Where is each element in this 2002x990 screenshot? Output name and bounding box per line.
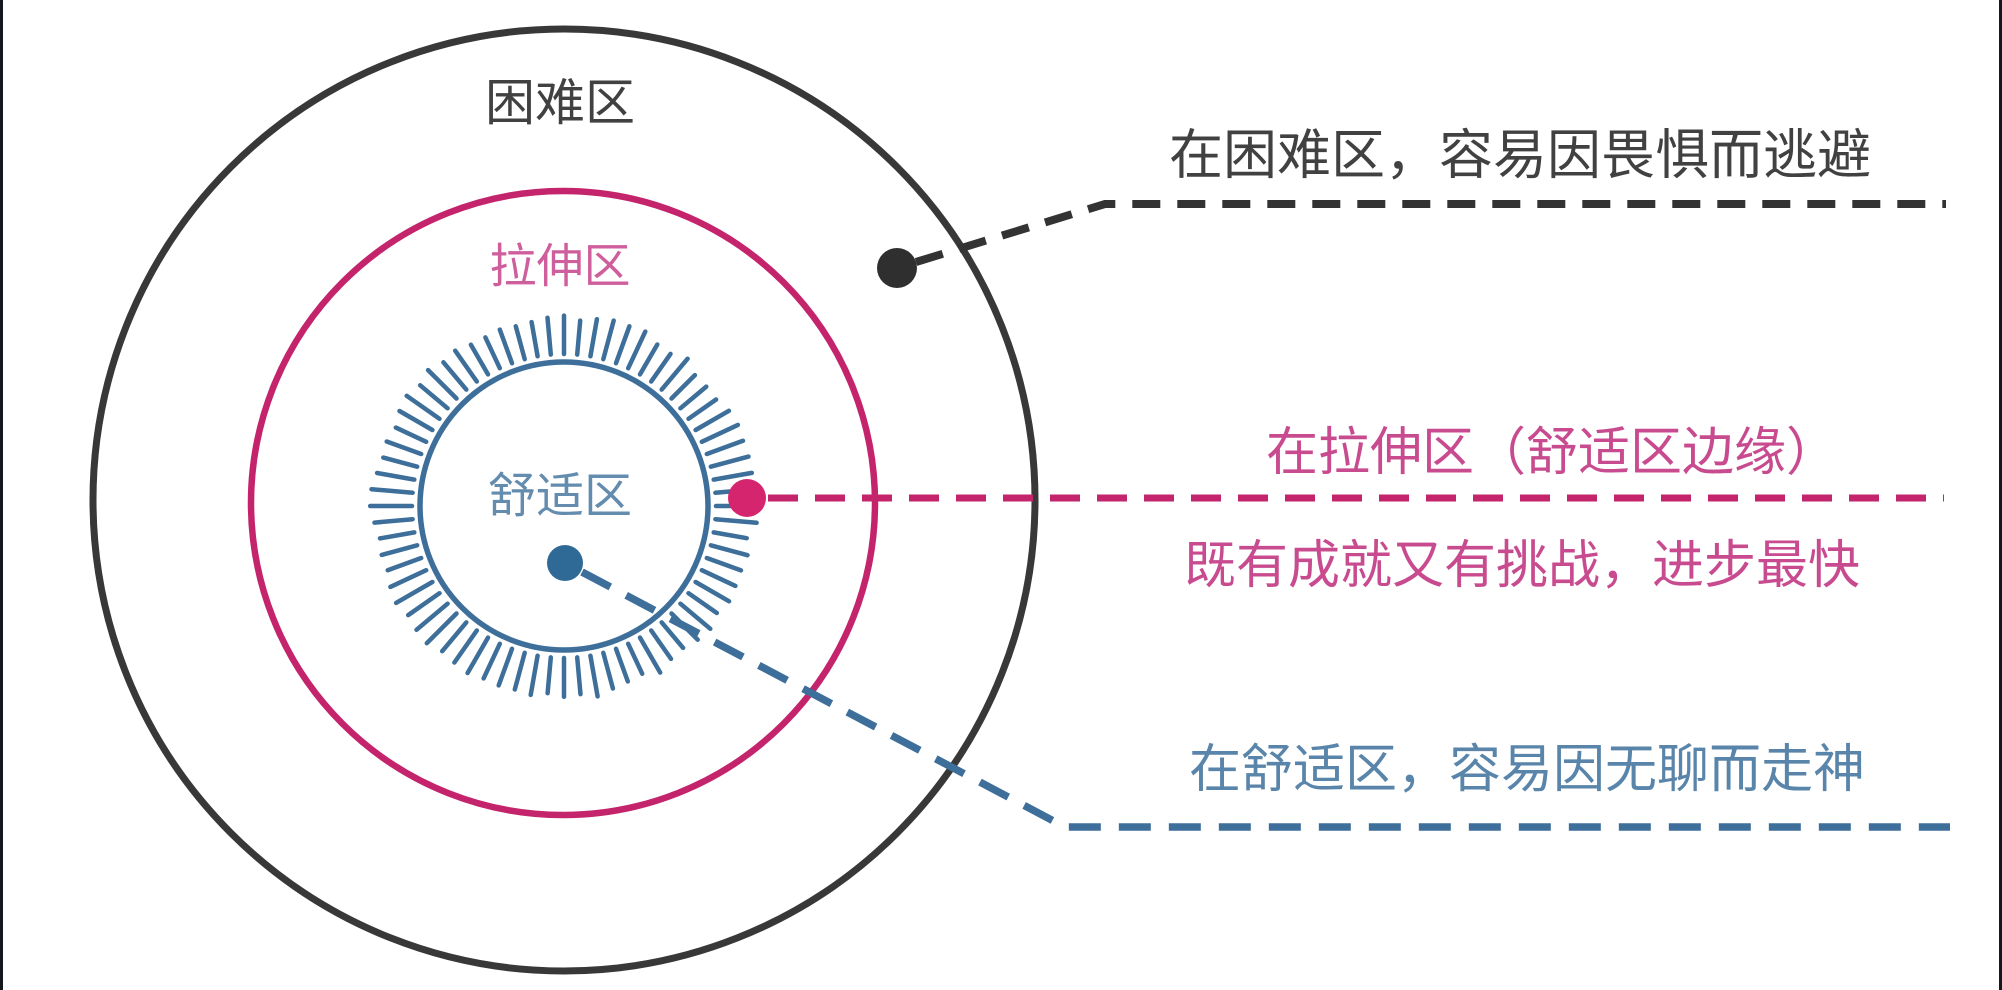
comfort-zone-tick	[693, 579, 732, 604]
comfort-zone-tick	[465, 635, 491, 676]
comfort-zone-tick	[468, 342, 491, 377]
difficult-leader-line	[914, 200, 1946, 266]
comfort-zone-tick	[648, 351, 673, 384]
comfort-zone-tick	[545, 315, 554, 357]
comfort-zone-tick	[625, 641, 645, 676]
stretch-anchor-dot	[728, 479, 766, 517]
comfort-zone-tick	[678, 601, 713, 632]
difficult-annotation-text: 在困难区，容易因畏惧而逃避	[1169, 124, 1871, 187]
comfort-zone-tick	[588, 653, 600, 699]
comfort-zone-tick	[529, 319, 540, 359]
comfort-zone-tick	[704, 438, 746, 457]
comfort-zone-tick	[613, 646, 631, 684]
comfort-zone-tick	[414, 601, 450, 633]
comfort-zone-tick	[388, 567, 429, 590]
comfort-zone-tick	[381, 455, 420, 469]
comfort-zone-tick	[659, 620, 686, 651]
comfort-zone-tick	[588, 316, 600, 359]
comfort-zone-tick	[704, 555, 744, 573]
comfort-zone-tick	[699, 422, 741, 445]
comfort-zone-tick	[545, 655, 554, 696]
comfort-zone-tick	[441, 360, 469, 392]
comfort-zone-tick	[693, 408, 732, 433]
comfort-zone-tick	[379, 543, 420, 558]
comfort-zone-tick	[699, 567, 738, 589]
comfort-zone-tick	[372, 516, 415, 525]
comfort-zone-tick	[637, 635, 663, 675]
comfort-zone-tick	[528, 653, 540, 698]
comfort-zone-tick	[686, 590, 720, 616]
comfort-zone-tick	[659, 356, 690, 392]
difficult-anchor-dot	[877, 248, 917, 288]
comfort-zone-ticks	[367, 313, 759, 700]
comfort-zone-tick	[404, 393, 442, 422]
comfort-zone-tick	[513, 324, 527, 362]
comfort-zone-tick	[439, 620, 469, 654]
comfort-zone-tick	[425, 367, 459, 401]
comfort-zone-tick	[708, 454, 751, 469]
comfort-zone-tick	[481, 641, 503, 681]
comfort-zone-tick	[669, 372, 698, 401]
comfort-zone-tick	[405, 590, 442, 618]
comfort-zone-tick	[601, 318, 616, 362]
difficult-zone-label: 困难区	[485, 74, 635, 132]
comfort-zone-tick	[496, 646, 515, 688]
comfort-zone-tick	[385, 555, 424, 573]
comfort-zone-tick	[637, 342, 660, 377]
comfort-zone-tick	[686, 397, 719, 422]
comfort-zone-tick	[648, 628, 674, 662]
comfort-zone-tick	[384, 439, 424, 457]
comfort-zone-tick	[711, 530, 749, 541]
comfort-zone-tick	[452, 628, 480, 665]
comfort-zone-tick	[393, 425, 429, 445]
difficult-zone-circle	[89, 25, 1039, 975]
stretch-zone-circle	[247, 187, 879, 819]
comfort-zone-tick	[713, 516, 759, 526]
stretch-zone-label: 拉伸区	[490, 240, 631, 295]
comfort-zone-tick	[377, 530, 417, 541]
stretch-annotation-line2: 既有成就又有挑战，进步最快	[1184, 536, 1860, 596]
comfort-zone-tick	[625, 329, 648, 371]
comfort-zone-tick	[574, 655, 583, 697]
comfort-zone-label: 舒适区	[488, 468, 632, 524]
comfort-zone-tick	[374, 470, 417, 482]
comfort-zone-tick	[369, 486, 415, 496]
comfort-zone-tick	[678, 384, 709, 411]
comfort-zone-tick	[574, 318, 583, 357]
comfort-zone-circle	[417, 359, 711, 653]
comfort-zone-tick	[424, 611, 459, 646]
comfort-zone-tick	[613, 324, 632, 366]
comfort-zone-tick	[497, 327, 515, 366]
comfort-zone-tick	[601, 650, 616, 691]
comfort-annotation-text: 在舒适区，容易因无聊而走神	[1189, 740, 1865, 800]
comfort-zone-tick	[711, 470, 755, 482]
comfort-zone-tick	[417, 383, 450, 411]
stretch-annotation-line1: 在拉伸区（舒适区边缘）	[1266, 423, 1838, 483]
comfort-zone-tick	[708, 543, 750, 558]
comfort-zone-tick	[397, 408, 435, 433]
comfort-anchor-dot	[547, 545, 583, 581]
comfort-zone-tick	[483, 335, 503, 371]
comfort-zone-tick	[452, 348, 480, 384]
comfort-zone-tick	[393, 579, 435, 606]
comfort-zone-tick	[512, 650, 527, 692]
